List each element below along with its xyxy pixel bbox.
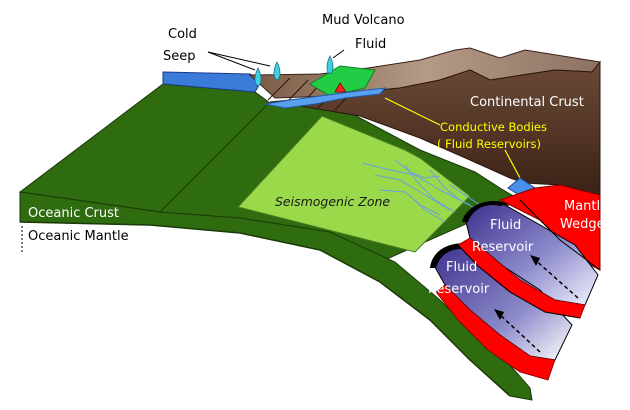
continental-crust-label: Continental Crust <box>470 95 584 110</box>
lower-reservoir-cap <box>430 243 478 268</box>
fluid-flow-arrowheads <box>494 255 540 320</box>
crust-mantle-boundary <box>19 221 511 397</box>
seismogenic-zone-label: Seismogenic Zone <box>275 194 390 209</box>
conductive-bodies-pointer-lower <box>504 149 521 179</box>
oceanic-crust-label: Oceanic Crust <box>28 206 119 221</box>
mud-volcano-mound <box>309 65 376 97</box>
oceanic-mantle-label: Oceanic Mantle <box>28 229 129 244</box>
conductive-bodies-label: Conductive Bodies( Fluid Reservoirs) <box>437 120 547 151</box>
upper-reservoir-cap <box>462 201 508 222</box>
fluid-label: Fluid <box>355 37 386 52</box>
mud-volcano-vent <box>334 82 347 93</box>
slab-melt-band-lower <box>435 284 556 381</box>
trench-line <box>159 103 269 213</box>
cold-seep-droplets <box>254 61 281 87</box>
label-pointers <box>207 49 345 71</box>
slab-boundary-lines <box>457 199 601 319</box>
fracture-network <box>361 159 481 223</box>
mud-volcano-label: Mud Volcano <box>322 13 405 28</box>
fluid-flow-arrows <box>496 257 579 353</box>
mud-volcano-fluid-droplet <box>326 55 334 75</box>
fluid-conduit <box>264 87 387 109</box>
seismogenic-zone <box>237 115 471 253</box>
conductive-bodies-pointer <box>384 97 441 126</box>
